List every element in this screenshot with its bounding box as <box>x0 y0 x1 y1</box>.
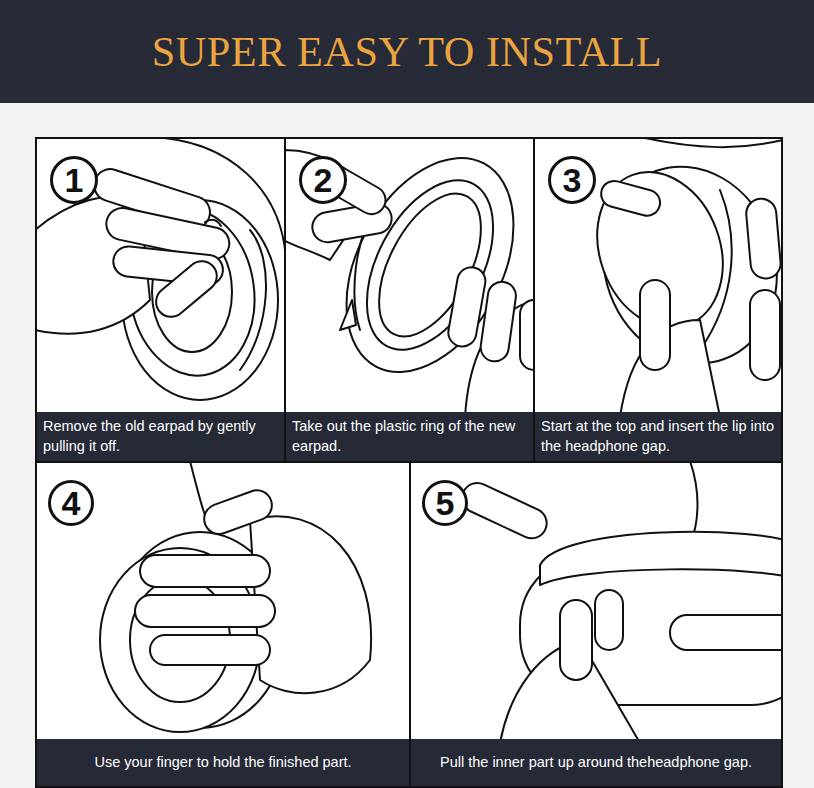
step-number-text: 5 <box>436 486 455 520</box>
thumb <box>150 255 223 323</box>
step-number: 4 <box>48 480 94 526</box>
step-two-art <box>284 137 535 417</box>
step-number: 1 <box>50 156 98 204</box>
page-title: SUPER EASY TO INSTALL <box>0 0 814 103</box>
nail <box>205 220 221 226</box>
finger <box>640 280 670 370</box>
finger <box>479 280 518 363</box>
earpad-edge <box>240 230 266 370</box>
finger <box>750 290 780 380</box>
finger <box>457 478 551 543</box>
step-caption: Start at the top and insert the lip into… <box>535 412 781 461</box>
finger <box>560 600 592 680</box>
step-number: 5 <box>422 480 468 526</box>
step-caption: Remove the old earpad by gently pulling … <box>37 412 284 461</box>
step-one-art <box>35 137 286 400</box>
step-number-text: 2 <box>314 163 333 197</box>
step-number: 2 <box>299 156 347 204</box>
finger <box>745 197 782 279</box>
step-number-text: 3 <box>563 163 582 197</box>
step-three-art <box>576 137 783 417</box>
step-panel: 5Pull the inner part up around theheadph… <box>409 461 783 788</box>
finger <box>140 555 270 587</box>
step-caption: Pull the inner part up around theheadpho… <box>411 739 781 786</box>
ring-tab <box>340 300 356 330</box>
step-panel: 1Remove the old earpad by gently pulling… <box>35 137 286 463</box>
step-number-text: 4 <box>62 486 81 520</box>
earpad-lip <box>700 190 732 350</box>
step-caption: Use your finger to hold the finished par… <box>37 739 409 786</box>
earcup-slot <box>670 615 783 650</box>
finger <box>135 595 275 627</box>
step-four-art <box>100 461 371 732</box>
step-panel: 2Take out the plastic ring of the new ea… <box>284 137 535 463</box>
finger <box>150 635 270 665</box>
earpad <box>540 532 783 585</box>
thumb <box>200 486 276 538</box>
step-panel: 3Start at the top and insert the lip int… <box>533 137 783 463</box>
step-number-text: 1 <box>65 163 84 197</box>
step-panel: 4Use your finger to hold the finished pa… <box>35 461 411 788</box>
step-caption: Take out the plastic ring of the new ear… <box>286 412 533 461</box>
step-five-art <box>457 461 783 743</box>
thumb <box>595 590 623 650</box>
step-number: 3 <box>548 156 596 204</box>
finger <box>598 178 663 219</box>
